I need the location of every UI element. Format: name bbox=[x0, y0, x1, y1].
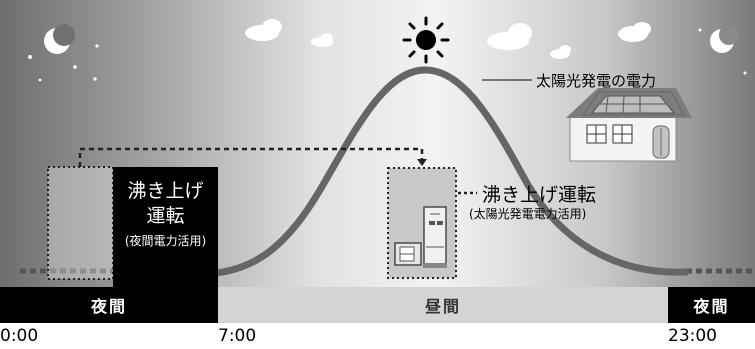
timeline-night-label: 夜間 bbox=[693, 297, 730, 316]
star-icon bbox=[28, 44, 99, 82]
shift-arrow-head bbox=[417, 159, 427, 166]
night-boiling-note: (夜間電力活用) bbox=[124, 234, 207, 248]
solar-curve-label: 太陽光発電の電力 bbox=[536, 72, 657, 90]
diagram-scene bbox=[0, 0, 755, 287]
day-boiling-note: (太陽光発電電力活用) bbox=[469, 207, 587, 221]
cloud-icon bbox=[245, 19, 651, 59]
night-boiling-title-line1: 沸き上げ bbox=[127, 180, 204, 202]
timeline-night-start: 夜間 bbox=[0, 287, 218, 323]
shift-arrow bbox=[78, 147, 424, 167]
time-label-start: 0:00 bbox=[0, 326, 39, 346]
day-boiling-title: 沸き上げ運転 bbox=[482, 184, 597, 206]
star-icon bbox=[698, 28, 747, 75]
timeline-day: 昼間 bbox=[218, 287, 668, 323]
moon-icon bbox=[44, 24, 75, 54]
timeline-night-end: 夜間 bbox=[668, 287, 755, 323]
time-label-day-end: 23:00 bbox=[668, 326, 717, 346]
solar-panel-icon bbox=[590, 95, 676, 114]
night-boiling-label-box bbox=[113, 167, 218, 287]
sun-icon bbox=[402, 16, 450, 64]
solar-generation-curve bbox=[196, 66, 690, 278]
night-boiling-title-line2: 運転 bbox=[146, 205, 185, 227]
night-boiling-zone bbox=[47, 166, 114, 280]
time-label-day-start: 7:00 bbox=[218, 326, 257, 346]
timeline-night-label: 夜間 bbox=[90, 297, 127, 316]
moon-icon bbox=[710, 25, 739, 53]
house-icon bbox=[566, 88, 692, 162]
water-heater-icon bbox=[394, 206, 447, 268]
timeline-day-label: 昼間 bbox=[424, 297, 461, 316]
